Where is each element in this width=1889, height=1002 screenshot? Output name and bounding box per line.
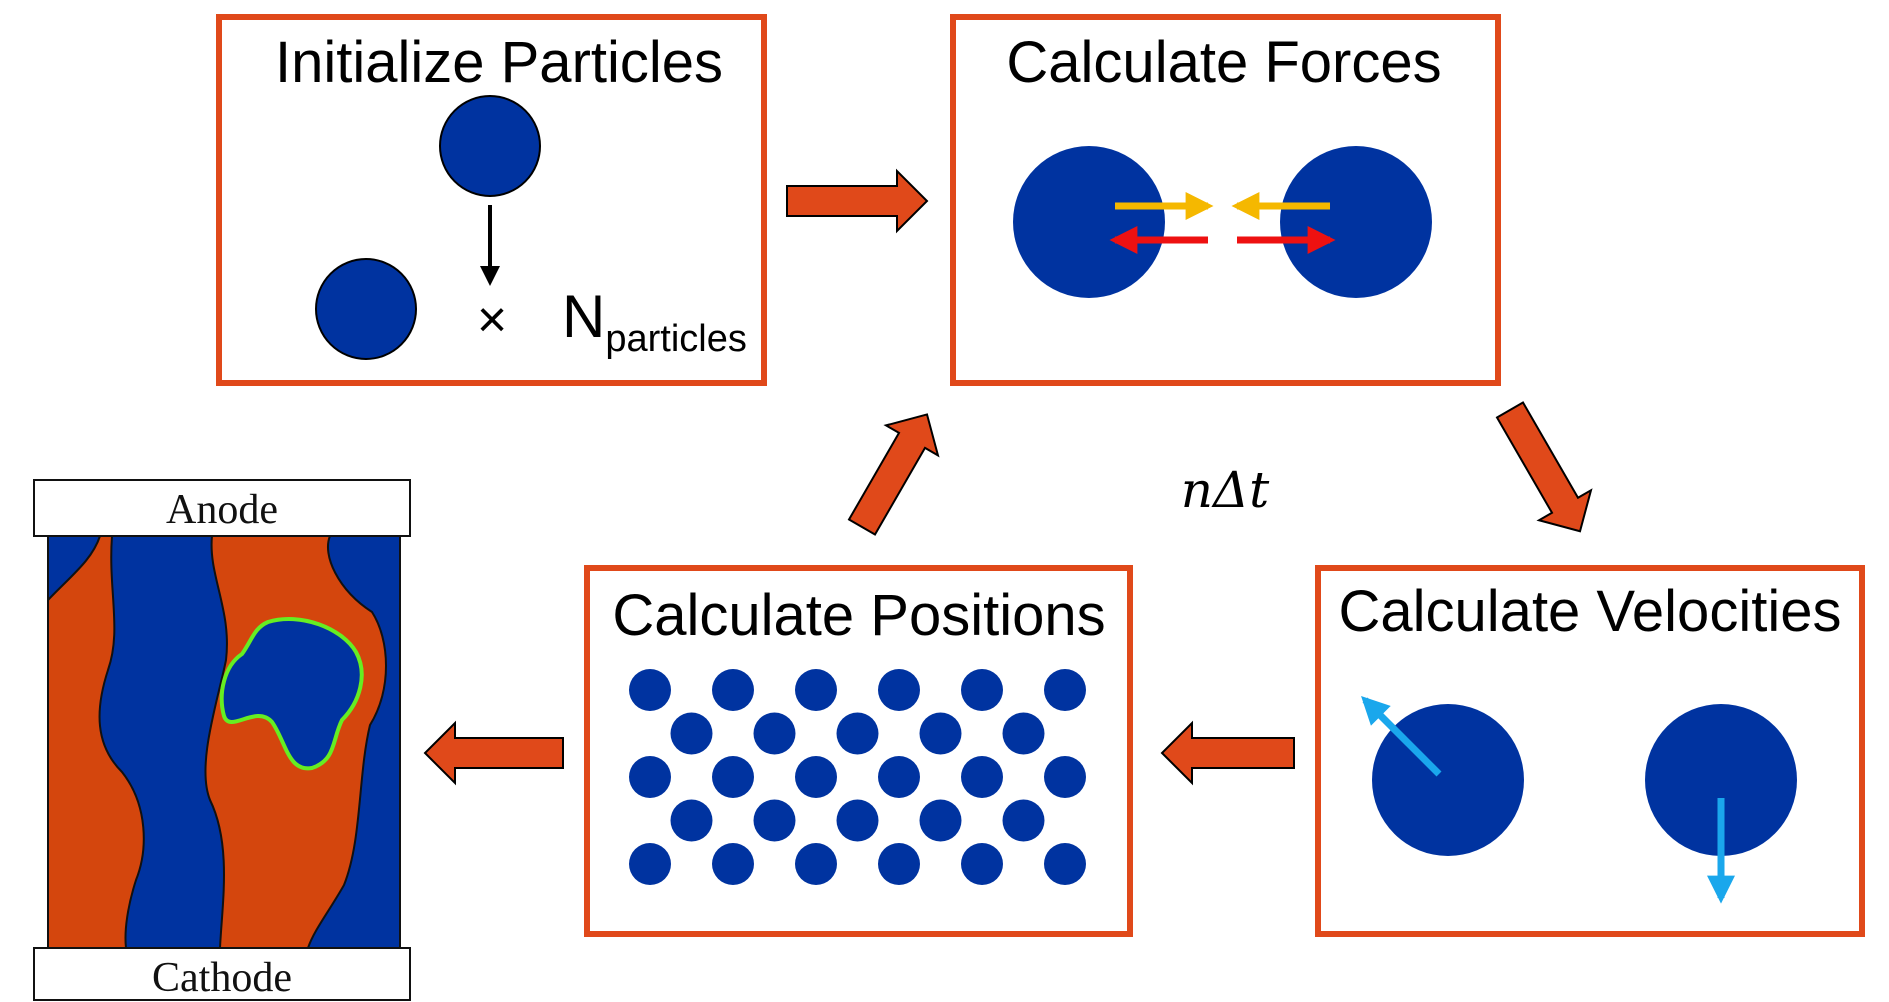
block-arrow-icon (1495, 401, 1593, 533)
particle-icon (1044, 843, 1086, 885)
particle-icon (961, 756, 1003, 798)
particle-icon (878, 669, 920, 711)
particle-icon (795, 756, 837, 798)
particle-icon (961, 843, 1003, 885)
velocities-box-title: Calculate Velocities (1339, 579, 1842, 644)
particle-icon (878, 843, 920, 885)
particle-icon (629, 669, 671, 711)
calculate-velocities-box: Calculate Velocities (1315, 565, 1865, 937)
particle-icon (1645, 704, 1797, 856)
block-arrow-icon (786, 168, 929, 234)
active-particle-highlight (219, 617, 364, 771)
block-arrow-icon (1160, 720, 1295, 786)
particle-icon (629, 843, 671, 885)
particle-icon (753, 712, 796, 755)
positions-box-title: Calculate Positions (612, 583, 1105, 648)
electrode-microstructure (48, 536, 400, 948)
particle-icon (1002, 799, 1045, 842)
particle-icon (919, 799, 962, 842)
particle-count-symbol: N (562, 283, 605, 350)
particle-icon (1002, 712, 1045, 755)
electrode-cell: Anode Cathode (33, 479, 411, 1001)
particle-icon (712, 669, 754, 711)
cathode-label-box (33, 947, 411, 1001)
initialize-particles-box: Initialize Particles × Nparticles (216, 14, 767, 386)
particle-icon (836, 712, 879, 755)
particle-icon (753, 799, 796, 842)
particle-icon (439, 95, 541, 197)
particle-icon (1280, 146, 1432, 298)
particle-icon (670, 799, 713, 842)
particle-icon (795, 669, 837, 711)
loop-label: nΔt (1181, 461, 1270, 519)
particle-icon (961, 669, 1003, 711)
particle-lattice (629, 669, 1086, 885)
particle-icon (712, 843, 754, 885)
anode-label-box (33, 479, 411, 537)
particle-icon (878, 756, 920, 798)
particle-icon (629, 756, 671, 798)
particle-icon (919, 712, 962, 755)
initialize-box-frame (216, 14, 767, 386)
particle-icon (1044, 669, 1086, 711)
particle-icon (1013, 146, 1165, 298)
calculate-forces-box: Calculate Forces (950, 14, 1501, 386)
cathode-label: Cathode (152, 955, 292, 1001)
particle-icon (712, 756, 754, 798)
forces-box-title: Calculate Forces (1006, 30, 1441, 95)
particle-icon (795, 843, 837, 885)
block-arrow-icon (423, 720, 564, 786)
calculate-positions-box: Calculate Positions (584, 565, 1133, 937)
velocity-arrow-icon (1361, 696, 1442, 777)
particle-count-subscript: particles (605, 318, 747, 360)
particle-icon (836, 799, 879, 842)
block-arrow-icon (847, 413, 940, 536)
particle-icon (1044, 756, 1086, 798)
particle-icon (315, 258, 417, 360)
initialize-box-title: Initialize Particles (275, 30, 723, 95)
particle-icon (670, 712, 713, 755)
anode-label: Anode (166, 487, 278, 533)
multiply-symbol: × (477, 291, 507, 349)
particle-count-label: Nparticles (562, 283, 747, 360)
